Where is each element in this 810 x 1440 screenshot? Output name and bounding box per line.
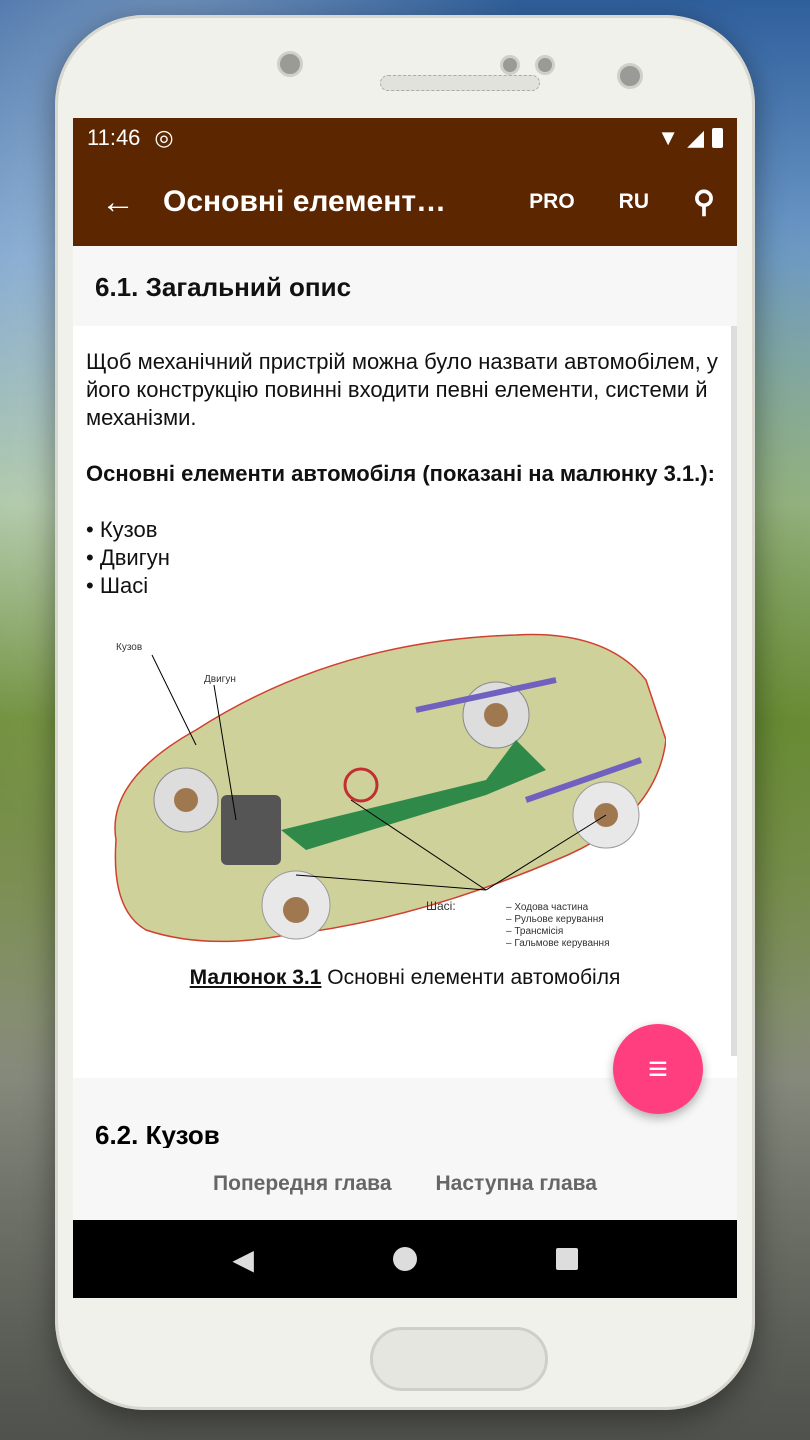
label-chassis: Шасі: — [426, 899, 456, 913]
back-nav-icon[interactable]: ◀ — [232, 1243, 254, 1275]
label-body: Кузов — [116, 642, 142, 653]
subheading: Основні елементи автомобіля (показані на… — [86, 461, 715, 486]
label-engine: Двигун — [204, 674, 236, 685]
back-button[interactable]: ← — [101, 182, 135, 221]
intro-text: Щоб механічний пристрій можна було назва… — [86, 349, 718, 430]
home-hardware-button[interactable] — [370, 1327, 548, 1391]
wifi-icon: ▼ — [657, 125, 680, 150]
recents-nav-icon[interactable] — [555, 1248, 578, 1270]
speaker-grille — [380, 75, 540, 91]
scrollbar[interactable] — [731, 326, 737, 1056]
signal-icon: ◢ — [687, 125, 704, 150]
list-item: • Шасі — [86, 573, 149, 598]
car-diagram: Кузов Двигун Шасі: – Ходова частина – Ру… — [114, 633, 666, 949]
article-body: Щоб механічний пристрій можна було назва… — [73, 326, 737, 1061]
label-part: – Рульове керування — [506, 914, 604, 925]
search-icon[interactable]: ⚲ — [693, 185, 715, 219]
list-item: • Двигун — [86, 545, 170, 570]
previous-chapter-button[interactable]: Попередня глава — [213, 1172, 392, 1195]
sensor-icon — [500, 55, 520, 75]
screen: 11:46 ◎ ▼ ◢ ← Основні елемент… PRO RU ⚲ 6… — [73, 118, 737, 1298]
label-part: – Гальмове керування — [506, 938, 610, 949]
menu-icon: ≡ — [648, 1049, 668, 1088]
status-bar: 11:46 ◎ ▼ ◢ — [73, 118, 737, 158]
status-time: 11:46 — [87, 125, 141, 150]
caption-text: Основні елементи автомобіля — [321, 966, 621, 989]
battery-icon — [712, 128, 723, 148]
navigation-bar: ◀ — [73, 1220, 737, 1298]
app-bar: ← Основні елемент… PRO RU ⚲ — [73, 158, 737, 246]
figure-ref-link[interactable]: Малюнок 3.1 — [189, 966, 322, 989]
camera-icon — [277, 51, 303, 77]
pro-button[interactable]: PRO — [529, 190, 575, 213]
list-item: • Кузов — [86, 517, 158, 542]
menu-fab[interactable]: ≡ — [613, 1024, 703, 1114]
chapter-nav: Попередня глава Наступна глава — [73, 1148, 737, 1220]
sensor-icon — [617, 63, 643, 89]
page-title: Основні елемент… — [163, 185, 447, 218]
figure-caption: Малюнок 3.1 Основні елементи автомобіля — [86, 964, 724, 992]
label-part: – Ходова частина — [506, 902, 589, 913]
label-part: – Трансмісія — [506, 926, 563, 937]
next-chapter-button[interactable]: Наступна глава — [435, 1172, 597, 1195]
section-title: 6.1. Загальний опис — [73, 246, 737, 326]
sync-icon: ◎ — [154, 125, 174, 150]
sensor-icon — [535, 55, 555, 75]
language-button[interactable]: RU — [618, 190, 650, 213]
home-nav-icon[interactable] — [392, 1247, 417, 1271]
